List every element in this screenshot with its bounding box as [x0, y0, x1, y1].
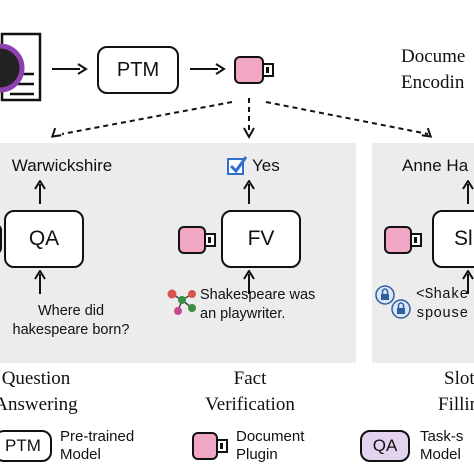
fv-answer: Yes [252, 156, 280, 175]
arrow-icon [190, 63, 226, 75]
avatar-icon [0, 43, 25, 93]
legend-ptm-text: Pre-trained Model [60, 428, 135, 463]
fv-module-box: FV [221, 210, 301, 268]
arrow-up-icon [34, 180, 46, 204]
legend-plugin-text: Document Plugin [236, 428, 305, 463]
document-icon [0, 32, 42, 102]
legend-ptm-box: PTM [0, 430, 52, 462]
arrow-icon [52, 63, 88, 75]
sf-answer: Anne Ha [402, 156, 469, 175]
qa-answer: Warwickshire [11, 156, 113, 175]
checkbox-icon [227, 156, 248, 175]
sf-caption: Slot Fillin [438, 368, 474, 415]
arrow-up-icon [243, 270, 255, 294]
arrow-up-icon [462, 180, 474, 204]
legend-task-text: Task-s Model [420, 428, 464, 463]
sf-input: <Shake spouse [416, 287, 469, 322]
arrow-up-icon [34, 270, 46, 294]
sf-module-box: Sl [432, 210, 474, 268]
fv-caption: Fact Verification [205, 368, 295, 415]
molecule-icon [167, 289, 196, 315]
qa-module-box: QA [4, 210, 84, 268]
dashed-arrows [50, 98, 433, 140]
arrow-up-icon [243, 180, 255, 204]
lock-icon [375, 285, 411, 319]
qa-caption: Question Answering [0, 368, 78, 415]
arrow-up-icon [462, 270, 474, 294]
qa-question: Where did hakespeare born? [12, 303, 130, 338]
document-encoding-label: Docume Encodin [401, 46, 466, 93]
ptm-box: PTM [97, 46, 179, 94]
fv-claim: Shakespeare was an playwriter. [200, 287, 316, 322]
legend-task-box: QA [360, 430, 410, 462]
